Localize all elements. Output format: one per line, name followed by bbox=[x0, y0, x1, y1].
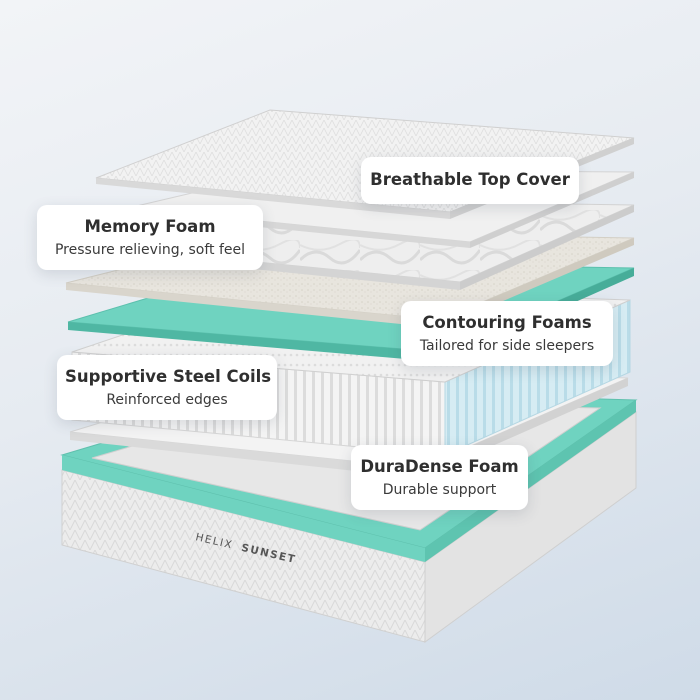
base-teal-band-right bbox=[425, 400, 636, 562]
callout-memory-foam-title: Memory Foam bbox=[84, 217, 216, 236]
base-side-right bbox=[424, 411, 637, 643]
callout-top-cover: Breathable Top Cover bbox=[361, 157, 579, 204]
callout-steel-coils-subtitle: Reinforced edges bbox=[106, 392, 228, 408]
callout-duradense-subtitle: Durable support bbox=[382, 482, 497, 498]
callout-duradense-title: DuraDense Foam bbox=[360, 457, 519, 476]
callout-memory-foam-subtitle: Pressure relieving, soft feel bbox=[54, 242, 246, 258]
callout-contouring-foams: Contouring Foams Tailored for side sleep… bbox=[401, 301, 613, 366]
base-teal-band-front bbox=[62, 455, 425, 562]
callout-top-cover-title: Breathable Top Cover bbox=[370, 170, 570, 189]
callout-duradense: DuraDense Foam Durable support bbox=[351, 445, 528, 510]
callout-contouring-foams-subtitle: Tailored for side sleepers bbox=[419, 338, 595, 354]
callout-steel-coils: Supportive Steel Coils Reinforced edges bbox=[57, 355, 277, 420]
callout-steel-coils-title: Supportive Steel Coils bbox=[65, 367, 272, 386]
callout-memory-foam: Memory Foam Pressure relieving, soft fee… bbox=[37, 205, 263, 270]
callout-contouring-foams-title: Contouring Foams bbox=[422, 313, 592, 332]
